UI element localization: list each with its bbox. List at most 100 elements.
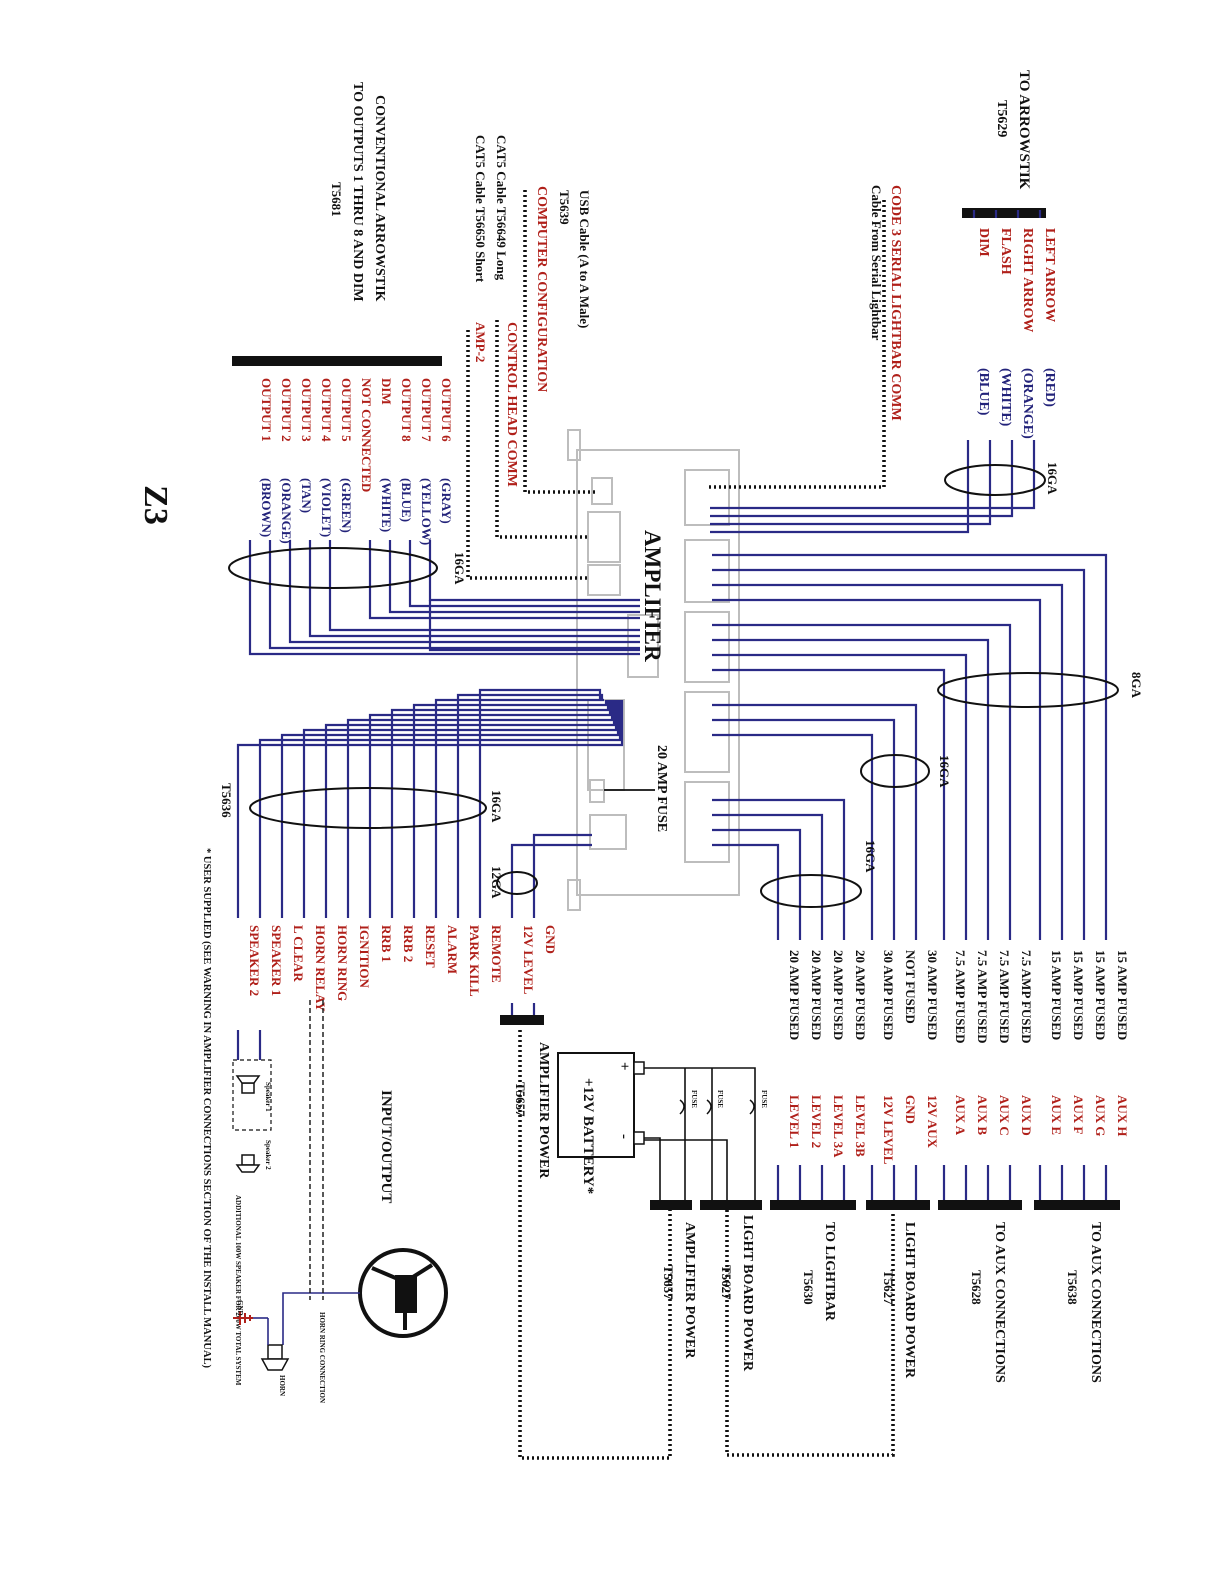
row-name-label: LEVEL 1 bbox=[787, 1095, 802, 1148]
battery-terminal-plus bbox=[633, 1061, 645, 1075]
amplifier-unit: AMPLIFIER 20 AMP FUSE bbox=[567, 429, 740, 911]
lightbar-part: T5630 bbox=[801, 1270, 816, 1305]
usb-cable-line bbox=[523, 190, 595, 494]
amp-power-wire-name: GND bbox=[543, 925, 558, 954]
row-name-label: AUX C bbox=[997, 1095, 1012, 1136]
amp-power-title: AMPLIFIER POWER bbox=[536, 1042, 551, 1179]
serial-lightbar-group: CODE 3 SERIAL LIGHTBAR COMM Cable From S… bbox=[707, 185, 903, 489]
horn-connector-label: HORN RING CONNECTION bbox=[318, 1312, 326, 1403]
right-side-wire bbox=[712, 843, 780, 1200]
conventional-wire bbox=[368, 540, 640, 620]
right-side-wire bbox=[712, 653, 968, 1200]
row-fuse-label: 15 AMP FUSED bbox=[1049, 950, 1064, 1040]
row-name-label: AUX D bbox=[1019, 1095, 1034, 1136]
io-wire-name: IGNITION bbox=[357, 925, 372, 988]
battery-group: +12V BATTERY* + - FUSE FUSE FUSE bbox=[557, 1052, 768, 1200]
conventional-wire bbox=[308, 540, 640, 638]
conventional-title: CONVENTIONAL ARROWSTIK bbox=[372, 95, 387, 302]
speaker-note: ADDITIONAL 100W SPEAKER FOR 200W TOTAL S… bbox=[234, 1195, 242, 1386]
row-name-label: AUX B bbox=[975, 1095, 990, 1135]
serial-cable bbox=[707, 200, 886, 489]
io-wire-name: PARK KILL bbox=[467, 925, 482, 997]
row-name-label: 12V LEVEL bbox=[881, 1095, 896, 1165]
conventional-wire-name: DIM bbox=[379, 378, 394, 405]
conventional-wire-color: (GREEN) bbox=[339, 478, 354, 533]
horn-gnd-label: GND bbox=[236, 1300, 244, 1316]
io-wire bbox=[368, 700, 612, 918]
conventional-wire-name: OUTPUT 3 bbox=[299, 378, 314, 442]
row-fuse-label: 30 AMP FUSED bbox=[881, 950, 896, 1040]
amp-power-gauge-ellipse bbox=[496, 871, 538, 895]
arrowstik-wire bbox=[710, 210, 998, 526]
amplifier-housing bbox=[576, 449, 740, 896]
io-wire bbox=[258, 700, 622, 918]
arrowstik-wire bbox=[710, 210, 1042, 510]
speaker-1-icon bbox=[235, 1075, 261, 1094]
row-fuse-label: 20 AMP FUSED bbox=[809, 950, 824, 1040]
amplifier-label: AMPLIFIER bbox=[640, 530, 665, 662]
fuse-symbol bbox=[679, 1099, 685, 1115]
conventional-wire-name: NOT CONNECTED bbox=[359, 378, 374, 492]
amp-power-wire bbox=[532, 833, 592, 1015]
row-fuse-label: 15 AMP FUSED bbox=[1115, 950, 1130, 1040]
light-board-1-part: T5627 bbox=[881, 1270, 896, 1305]
control-head-title: CONTROL HEAD COMM bbox=[504, 322, 519, 487]
gauge-label-1: 16GA bbox=[1045, 462, 1060, 495]
conventional-wire-name: OUTPUT 6 bbox=[439, 378, 454, 442]
conventional-connector bbox=[232, 356, 442, 366]
light-board-gauge-ellipse bbox=[860, 754, 930, 788]
row-name-label: AUX F bbox=[1071, 1095, 1086, 1134]
amp-power-wire-name: 12V LEVEL bbox=[521, 925, 536, 995]
fuse-text: FUSE bbox=[716, 1090, 724, 1108]
right-side-wire bbox=[712, 568, 1086, 1200]
conventional-wire bbox=[408, 540, 640, 608]
right-side-wire bbox=[712, 718, 896, 1200]
arrowstik-wire bbox=[710, 210, 1020, 518]
conventional-wire-name: OUTPUT 8 bbox=[399, 378, 414, 442]
conventional-wire bbox=[428, 600, 640, 652]
battery-terminal-minus bbox=[633, 1131, 645, 1145]
bottom-power-group: AMPLIFIER POWER T5657 LIGHT BOARD POWER … bbox=[518, 1030, 895, 1460]
cable-long: CAT5 Cable T56649 Long bbox=[494, 135, 509, 281]
lightbar-gauge-ellipse bbox=[760, 874, 862, 908]
right-side-wire bbox=[712, 553, 1108, 1200]
gauge-label-2: 16GA bbox=[452, 552, 467, 585]
conventional-wire-color: (WHITE) bbox=[379, 478, 394, 532]
right-side-wire bbox=[712, 638, 990, 1200]
ground-icon bbox=[233, 1311, 269, 1345]
io-wire bbox=[280, 700, 620, 918]
row-name-label: LEVEL 2 bbox=[809, 1095, 824, 1148]
speaker-group: Speaker 1 Speaker 2 ADDITIONAL 100W SPEA… bbox=[232, 1059, 272, 1386]
io-wire-name: SPEAKER 2 bbox=[247, 925, 262, 996]
conventional-wire bbox=[288, 540, 640, 644]
right-side-wire bbox=[712, 668, 946, 1200]
battery-minus-wire bbox=[644, 1137, 661, 1200]
battery-minus: - bbox=[616, 1134, 632, 1139]
arrowstik-wire-name: FLASH bbox=[998, 228, 1013, 275]
aux-d-part: T5628 bbox=[969, 1270, 984, 1305]
battery-label: +12V BATTERY* bbox=[580, 1078, 596, 1194]
amp-power-part: T5657 bbox=[513, 1082, 528, 1117]
io-wire bbox=[346, 700, 614, 918]
connector-lightbar bbox=[684, 781, 730, 863]
horn-label: HORN bbox=[278, 1375, 286, 1396]
battery-plus-wire bbox=[644, 1067, 756, 1200]
conventional-wire-color: (ORANGE) bbox=[279, 478, 294, 544]
amp-power-loop bbox=[518, 1030, 672, 1460]
right-side-wire bbox=[712, 598, 1042, 1200]
right-side-wire bbox=[712, 583, 1064, 1200]
io-wire-name: RRB 1 bbox=[379, 925, 394, 962]
z3-logo: Z3 bbox=[137, 485, 174, 525]
lightbar-connector bbox=[770, 1200, 856, 1210]
light-board-1-title: LIGHT BOARD POWER bbox=[902, 1222, 917, 1379]
row-fuse-label: NOT FUSED bbox=[903, 950, 918, 1024]
arrowstik-gauge-ellipse bbox=[944, 464, 1046, 496]
io-wire bbox=[302, 700, 618, 918]
row-fuse-label: 7.5 AMP FUSED bbox=[1019, 950, 1034, 1044]
right-side-wire bbox=[712, 623, 1012, 1200]
arrowstik-wire-color: (RED) bbox=[1042, 368, 1057, 407]
conventional-wire-name: OUTPUT 1 bbox=[259, 378, 274, 442]
row-name-label: 12V AUX bbox=[925, 1095, 940, 1148]
